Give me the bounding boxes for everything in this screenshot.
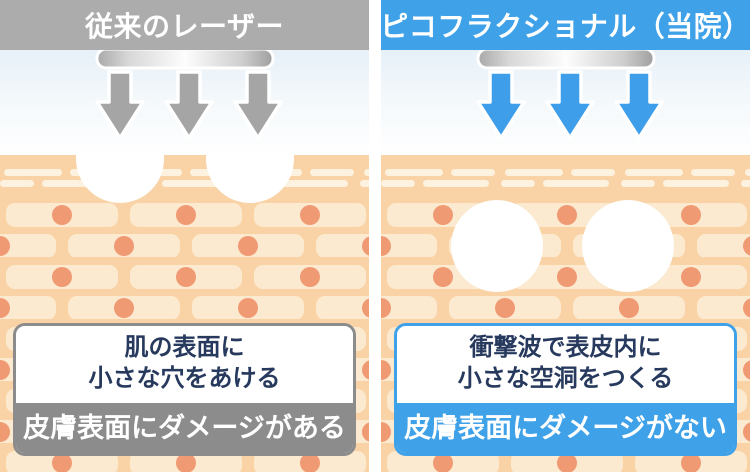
epidermis-cavity: [451, 200, 543, 292]
panel-pico-fractional: ピコフラクショナル（当院） 衝撃波で表皮内に 小さな空洞をつくる 皮膚表面にダメ…: [381, 0, 750, 472]
laser-handpiece-icon: [476, 48, 655, 70]
panel-conventional-laser: 従来のレーザー 肌の表面に 小さな穴をあける 皮膚表面にダメージがある: [0, 0, 369, 472]
down-arrow-icon: [233, 70, 283, 140]
panel-header: ピコフラクショナル（当院）: [381, 0, 750, 50]
verdict-bar: 皮膚表面にダメージがある: [16, 403, 353, 453]
panel-title: ピコフラクショナル（当院）: [381, 11, 750, 42]
laser-handpiece-icon: [95, 48, 274, 70]
description-text: 肌の表面に 小さな穴をあける: [16, 326, 353, 403]
down-arrow-icon: [545, 70, 595, 140]
down-arrow-icon: [164, 70, 214, 140]
panel-title: 従来のレーザー: [85, 11, 284, 42]
verdict-bar: 皮膚表面にダメージがない: [397, 403, 734, 453]
down-arrow-icon: [614, 70, 664, 140]
surface-crater: [76, 155, 164, 203]
description-box: 肌の表面に 小さな穴をあける 皮膚表面にダメージがある: [13, 323, 356, 456]
panel-divider: [369, 0, 381, 472]
down-arrow-icon: [476, 70, 526, 140]
epidermis-cavity: [582, 200, 674, 292]
beam-zone: [381, 48, 750, 155]
down-arrow-icon: [95, 70, 145, 140]
surface-crater: [206, 155, 294, 203]
description-text: 衝撃波で表皮内に 小さな空洞をつくる: [397, 326, 734, 403]
description-box: 衝撃波で表皮内に 小さな空洞をつくる 皮膚表面にダメージがない: [394, 323, 737, 456]
panel-header: 従来のレーザー: [0, 0, 369, 50]
beam-zone: [0, 48, 369, 155]
